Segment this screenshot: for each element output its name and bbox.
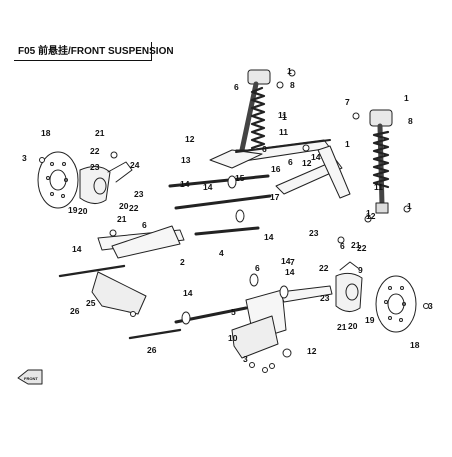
- left-steering-knuckle: [79, 161, 133, 204]
- callout-label: 21: [117, 214, 127, 224]
- callout-label: 12: [302, 158, 312, 168]
- callout-label: 12: [307, 346, 317, 356]
- callout-label: 2: [180, 257, 185, 267]
- upper-a-arm-right: [231, 139, 351, 199]
- callout-label: 11: [279, 127, 288, 137]
- callout-label: 24: [130, 160, 140, 170]
- callout-label: 6: [234, 82, 239, 92]
- callout-label: 1: [407, 201, 412, 211]
- callout-label: 12: [366, 211, 376, 221]
- callout-label: 21: [351, 240, 361, 250]
- callout-label: 14: [285, 267, 295, 277]
- callout-label: 22: [129, 203, 139, 213]
- callout-label: 14: [281, 256, 291, 266]
- callout-label: 20: [119, 201, 129, 211]
- callout-label: 5: [231, 307, 236, 317]
- callout-label: 21: [95, 128, 105, 138]
- right-steering-knuckle: [335, 261, 363, 312]
- callout-label: 22: [319, 263, 329, 273]
- callout-label: 1: [282, 112, 287, 122]
- callout-label: 6: [262, 144, 267, 154]
- callout-label: 1: [366, 208, 371, 218]
- callout-label: 16: [271, 164, 281, 174]
- title-underline: [14, 60, 152, 61]
- callout-label: 1: [345, 139, 350, 149]
- callout-label: 8: [408, 116, 413, 126]
- callout-label: 22: [90, 146, 100, 156]
- nuts-washers: [39, 69, 429, 373]
- callout-label: 23: [320, 293, 330, 303]
- diagram-title: F05 前悬挂/FRONT SUSPENSION: [18, 46, 174, 57]
- callout-label: 3: [22, 153, 27, 163]
- callout-label: 11: [278, 110, 287, 120]
- callout-label: 14: [183, 288, 193, 298]
- callout-label: 3: [428, 301, 433, 311]
- callout-label: 20: [348, 321, 358, 331]
- callout-label: 6: [340, 241, 345, 251]
- callout-label: 1: [404, 93, 409, 103]
- callout-label: 23: [90, 162, 100, 172]
- lower-a-arm-left: [97, 225, 185, 259]
- callout-label: 26: [70, 306, 80, 316]
- callout-label: 14: [264, 232, 274, 242]
- callout-label: 6: [255, 263, 260, 273]
- bushings: [181, 175, 289, 325]
- callout-label: 7: [345, 97, 350, 107]
- right-brake-disc: [375, 275, 417, 333]
- callout-label: 20: [78, 206, 88, 216]
- callout-label: 25: [86, 298, 96, 308]
- callout-label: 14: [203, 182, 213, 192]
- callout-label: 9: [358, 265, 363, 275]
- callout-label: 22: [357, 243, 367, 253]
- front-arrow-label: FRONT: [24, 376, 38, 381]
- callout-label: 6: [288, 157, 293, 167]
- callout-label: 14: [180, 179, 190, 189]
- upper-a-arm-left: [209, 149, 263, 169]
- callout-label: 17: [270, 192, 280, 202]
- callout-label: 18: [41, 128, 51, 138]
- right-shock-absorber: [369, 109, 393, 214]
- callout-label: 6: [142, 220, 147, 230]
- right-skid-plate: [231, 315, 279, 359]
- callout-label: 11: [374, 182, 383, 192]
- callout-label: 1: [287, 66, 292, 76]
- callout-label: 19: [365, 315, 375, 325]
- callout-label: 12: [185, 134, 195, 144]
- callout-label: 13: [181, 155, 191, 165]
- left-brake-disc: [37, 151, 79, 209]
- callout-label: 14: [72, 244, 82, 254]
- callout-label: 14: [311, 152, 321, 162]
- callout-label: 7: [290, 257, 295, 267]
- callout-label: 21: [337, 322, 347, 332]
- callout-labels: 1111112333456666667788910111111121212121…: [22, 66, 433, 364]
- callout-label: 8: [290, 80, 295, 90]
- callout-label: 26: [147, 345, 157, 355]
- callout-label: 3: [243, 354, 248, 364]
- left-skid-plate: [91, 271, 147, 315]
- callout-label: 15: [235, 173, 245, 183]
- title-divider: [151, 42, 152, 60]
- callout-label: 4: [219, 248, 224, 258]
- callout-label: 10: [228, 333, 238, 343]
- callout-label: 19: [68, 205, 78, 215]
- callout-label: 23: [309, 228, 319, 238]
- front-arrow: [17, 369, 43, 385]
- callout-label: 18: [410, 340, 420, 350]
- callout-label: 23: [134, 189, 144, 199]
